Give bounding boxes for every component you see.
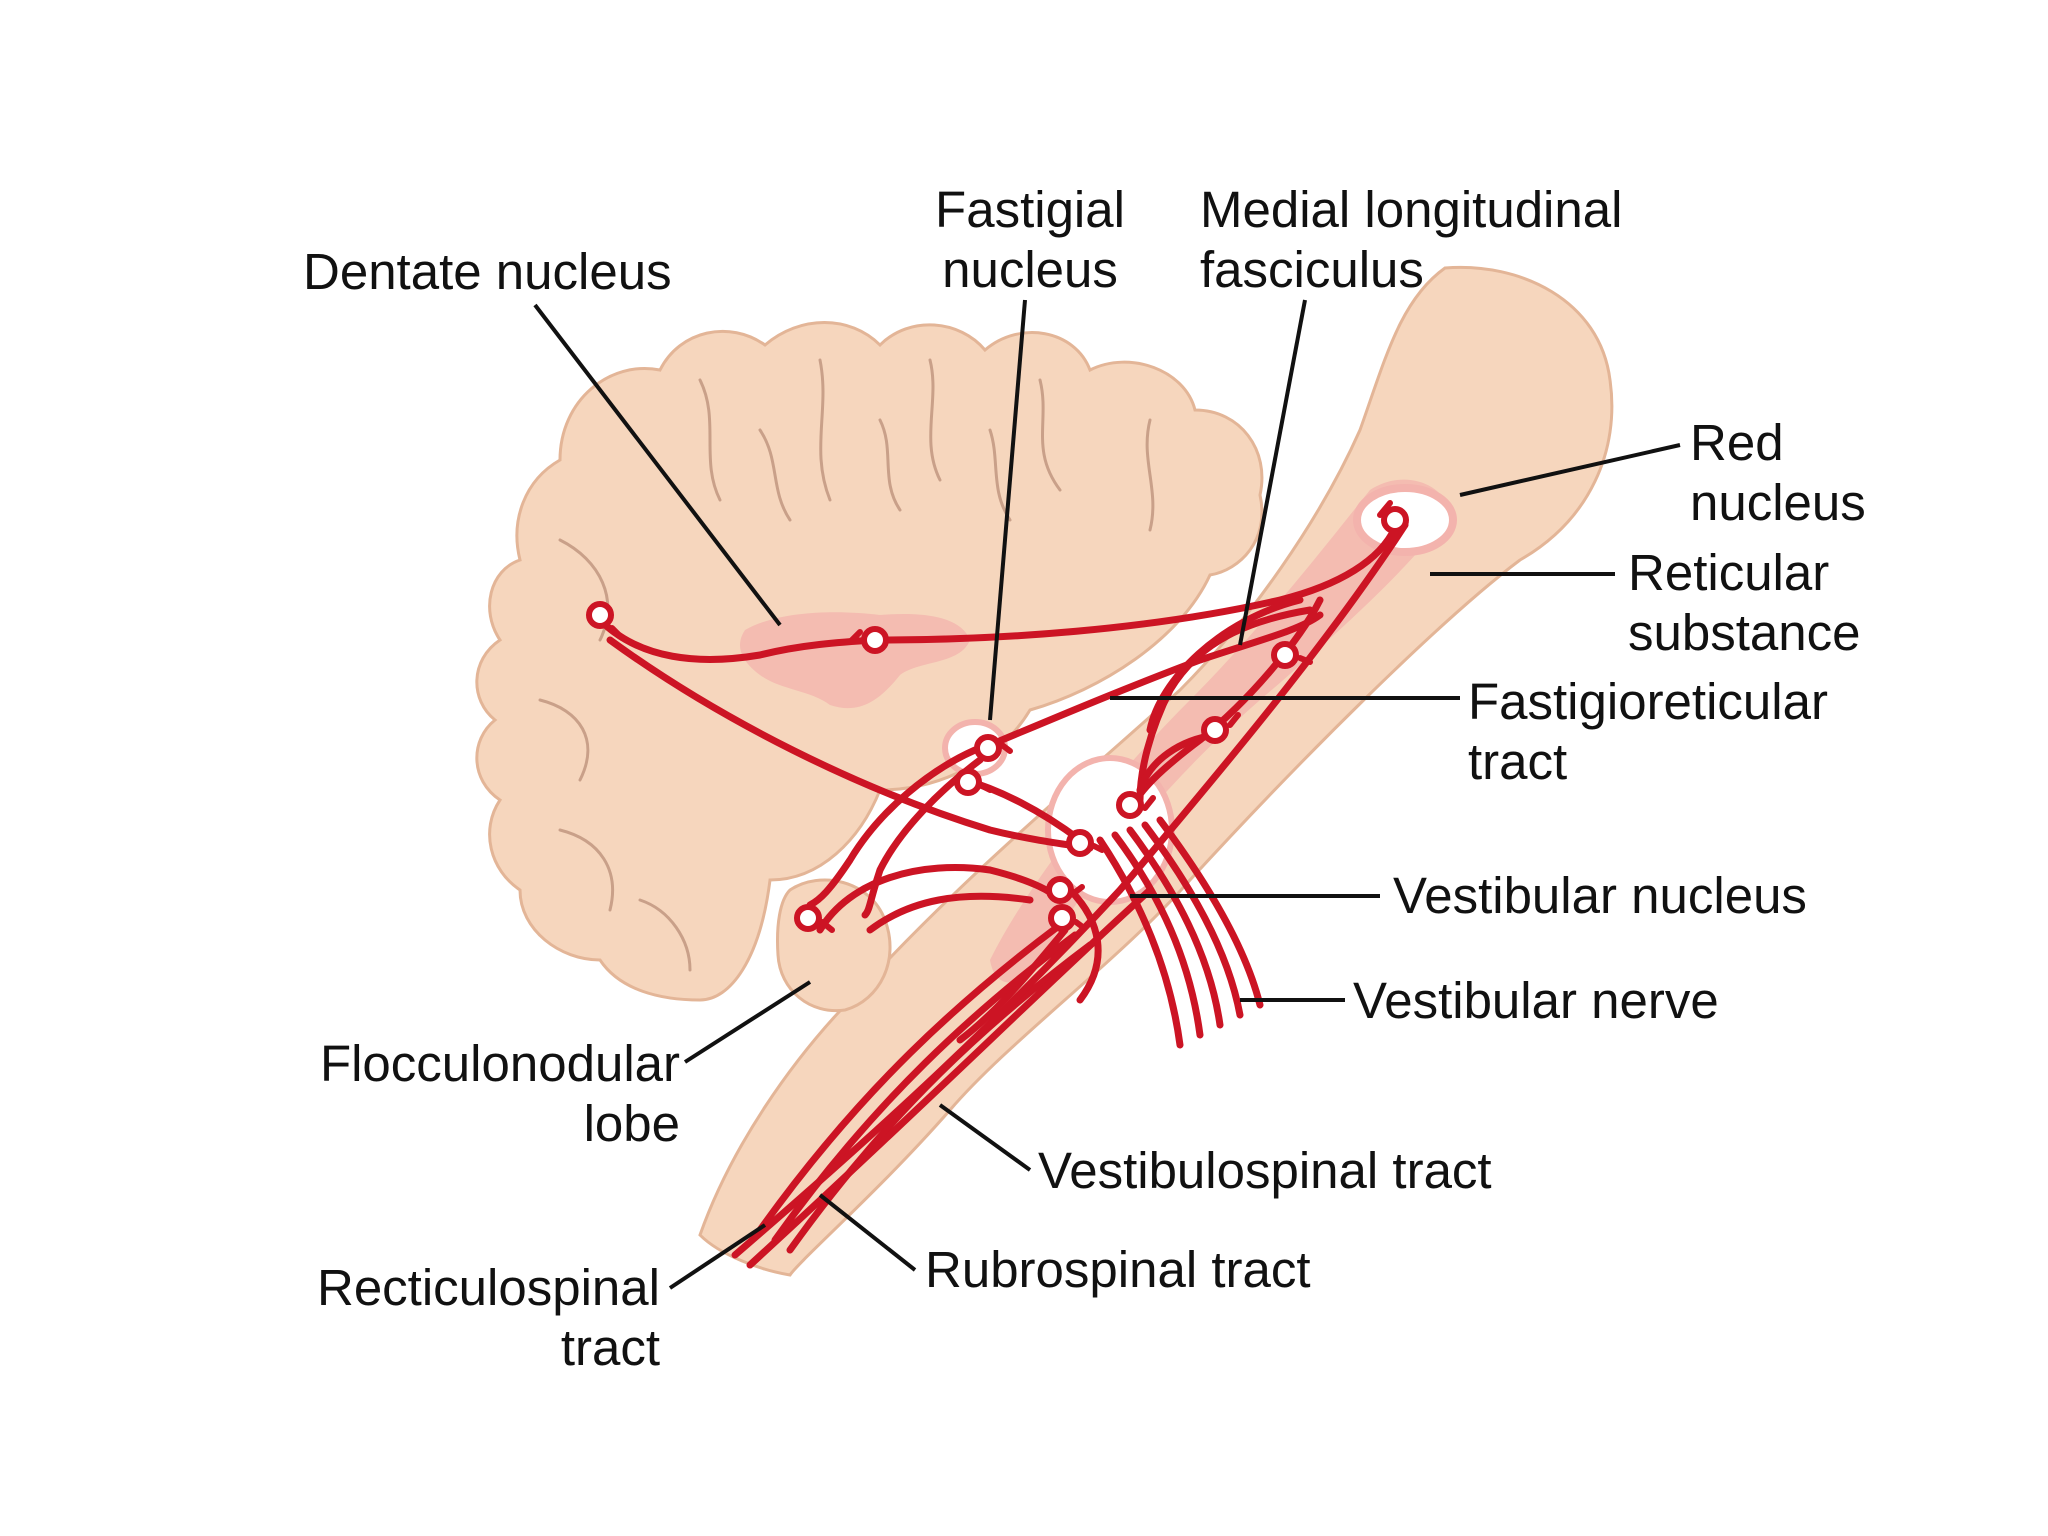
label-vestibular-nucleus: Vestibular nucleus — [1393, 866, 1807, 926]
label-line: Flocculonodular — [319, 1035, 680, 1092]
label-line: Vestibular nucleus — [1393, 867, 1807, 924]
neuron-cell-bodies — [586, 506, 1409, 932]
label-line: lobe — [583, 1095, 680, 1152]
label-line: Vestibular nerve — [1353, 972, 1719, 1029]
label-line: tract — [560, 1319, 660, 1376]
label-vestibulospinal-tract: Vestibulospinal tract — [1038, 1141, 1492, 1201]
label-line: Vestibulospinal tract — [1038, 1142, 1492, 1199]
label-line: Recticulospinal — [316, 1259, 660, 1316]
label-line: substance — [1628, 604, 1861, 661]
label-line: nucleus — [1690, 474, 1866, 531]
fiber-pathways — [596, 524, 1399, 1044]
leader-lines — [533, 299, 1681, 1290]
label-line: nucleus — [942, 241, 1118, 298]
label-vestibular-nerve: Vestibular nerve — [1353, 971, 1719, 1031]
label-line: Dentate nucleus — [303, 243, 672, 300]
label-rubrospinal-tract: Rubrospinal tract — [925, 1240, 1311, 1300]
label-line: Medial longitudinal — [1200, 181, 1623, 238]
label-line: fasciculus — [1200, 241, 1424, 298]
label-line: Rubrospinal tract — [925, 1241, 1311, 1298]
vestibular-nerve-fibers — [1096, 816, 1264, 1049]
label-line: Fastigial — [935, 181, 1125, 238]
label-line: Red — [1690, 414, 1784, 471]
label-line: Reticular — [1628, 544, 1830, 601]
label-line: tract — [1468, 733, 1568, 790]
dentate-nucleus-shape — [740, 612, 970, 709]
label-dentate-nucleus: Dentate nucleus — [303, 242, 672, 302]
label-line: Fastigioreticular — [1468, 673, 1828, 730]
spinal-tracts — [731, 521, 1409, 1269]
synapse-marks — [609, 500, 1393, 933]
